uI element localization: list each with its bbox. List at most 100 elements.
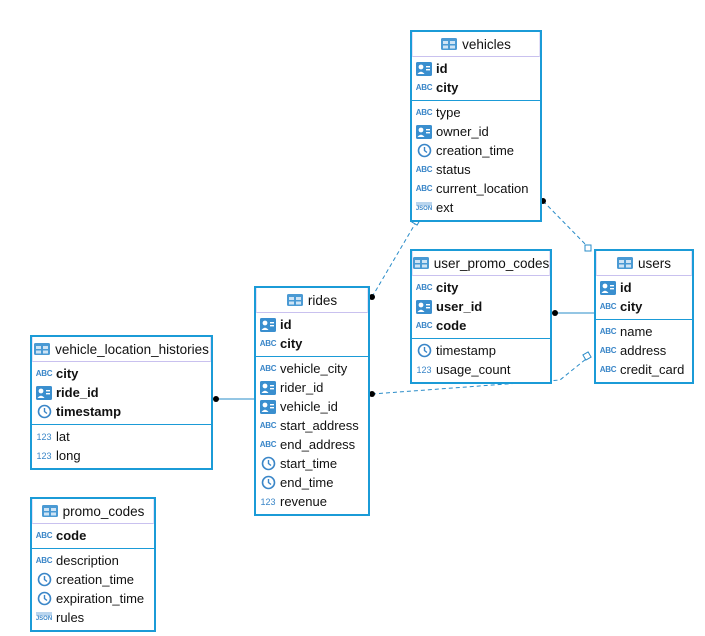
table-icon [286, 294, 303, 306]
table-header[interactable]: rides [256, 288, 368, 313]
key-column-row[interactable]: timestamp [32, 402, 211, 421]
json-icon: JSON [415, 202, 433, 213]
table-header[interactable]: promo_codes [32, 499, 154, 524]
text-abc-icon: ABC [35, 556, 53, 565]
text-abc-icon: ABC [415, 321, 433, 330]
relation-end-square [584, 244, 592, 252]
number-123-icon: 123 [36, 450, 52, 461]
column-name: city [620, 299, 643, 314]
relation-vehicles-users[interactable] [542, 200, 589, 248]
column-row[interactable]: creation_time [32, 570, 154, 589]
column-name: id [620, 280, 632, 295]
column-name: creation_time [56, 572, 135, 587]
column-name: type [436, 105, 461, 120]
table-header[interactable]: vehicles [412, 32, 540, 57]
column-name: timestamp [436, 343, 496, 358]
table-title: user_promo_codes [433, 255, 550, 271]
table-title: rides [307, 292, 338, 308]
column-row[interactable]: timestamp [412, 341, 550, 360]
table-header[interactable]: user_promo_codes [412, 251, 550, 276]
relation-rides-users[interactable] [371, 358, 587, 395]
column-name: code [436, 318, 467, 333]
column-name: city [436, 280, 459, 295]
clock-icon [36, 404, 52, 419]
column-name: name [620, 324, 653, 339]
column-name: start_time [280, 456, 338, 471]
relation-start-dot [369, 294, 375, 300]
key-id-icon [260, 317, 276, 332]
column-name: end_time [280, 475, 334, 490]
column-name: start_address [280, 418, 359, 433]
column-row[interactable]: start_time [256, 454, 368, 473]
text-abc-icon: ABC [415, 83, 433, 92]
column-name: code [56, 528, 87, 543]
text-abc-icon: ABC [599, 365, 617, 374]
relation-rides-vehicles[interactable] [371, 223, 416, 298]
table-header[interactable]: vehicle_location_histories [32, 337, 211, 362]
clock-icon [260, 475, 276, 490]
key-column-row[interactable]: user_id [412, 297, 550, 316]
column-row[interactable]: rider_id [256, 378, 368, 397]
relation-start-dot [213, 396, 219, 402]
column-row[interactable]: creation_time [412, 141, 540, 160]
column-name: end_address [280, 437, 356, 452]
relation-start-dot [369, 391, 375, 397]
column-row[interactable]: end_time [256, 473, 368, 492]
column-row[interactable]: expiration_time [32, 589, 154, 608]
clock-icon [36, 572, 52, 587]
column-name: ride_id [56, 385, 99, 400]
column-name: city [436, 80, 459, 95]
key-column-row[interactable]: ride_id [32, 383, 211, 402]
column-name: expiration_time [56, 591, 145, 606]
column-row[interactable]: owner_id [412, 122, 540, 141]
column-row[interactable]: vehicle_id [256, 397, 368, 416]
text-abc-icon: ABC [259, 339, 277, 348]
clock-icon [36, 591, 52, 606]
key-column-row[interactable]: id [596, 278, 692, 297]
key-column-row[interactable]: id [256, 315, 368, 334]
column-name: creation_time [436, 143, 515, 158]
key-id-icon [36, 385, 52, 400]
key-column-row[interactable]: id [412, 59, 540, 78]
key-id-icon [416, 299, 432, 314]
column-name: city [56, 366, 79, 381]
table-icon [616, 257, 633, 269]
column-name: vehicle_city [280, 361, 348, 376]
column-name: current_location [436, 181, 529, 196]
table-header[interactable]: users [596, 251, 692, 276]
